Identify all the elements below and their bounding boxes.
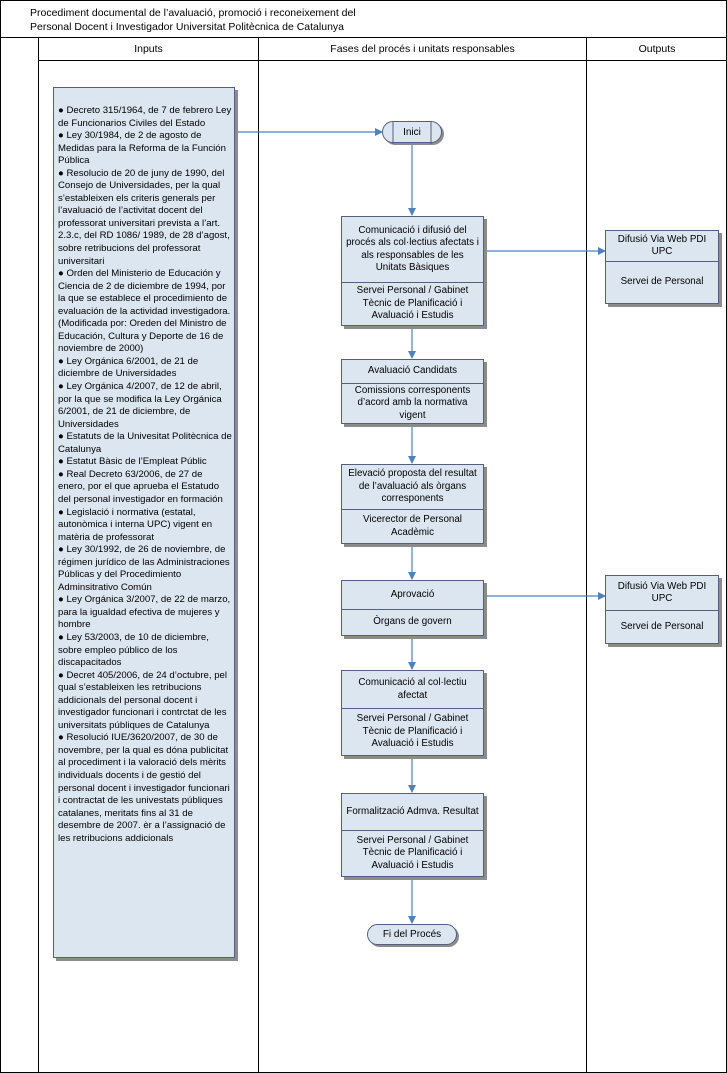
step-task: Formalització Admva. Resultat — [342, 794, 483, 831]
step-task: Elevació proposta del resultat de l’aval… — [342, 465, 483, 510]
output-title: Difusió Via Web PDI UPC — [606, 231, 718, 262]
input-item: ● Ley Orgánica 4/2007, de 12 de abril, p… — [58, 381, 222, 430]
input-item: ● Ley Orgánica 3/2007, de 22 de marzo, p… — [58, 594, 231, 631]
step-responsible: Comissions corresponents d’acord amb la … — [354, 384, 471, 421]
input-item: ● Real Decreto 63/2006, de 27 de enero, … — [58, 468, 223, 505]
step-responsible: Vicerector de Personal Acadèmic — [363, 514, 462, 538]
end-label: Fi del Procés — [382, 929, 442, 940]
title-line-2: Personal Docent i Investigador Universit… — [30, 21, 345, 33]
input-item: ● Orden del Ministerio de Educación y Ci… — [58, 268, 231, 355]
input-item: ● Ley 30/1984, de 2 de agosto de Medidas… — [58, 130, 226, 167]
input-item: ● Resolucio de 20 de juny de 1990, del C… — [58, 167, 230, 267]
start-label: Inici — [403, 126, 421, 138]
column-header-outputs: Outputs — [638, 43, 676, 55]
process-step: Avaluació Candidats Comissions correspon… — [341, 359, 484, 424]
output-responsible: Servei de Personal — [620, 620, 704, 632]
step-task: Avaluació Candidats — [342, 360, 483, 384]
step-task: Comunicació al col·lectiu afectat — [342, 671, 483, 709]
column-header-inputs: Inputs — [134, 43, 163, 55]
process-step: Comunicació i difusió del procés als col… — [341, 216, 484, 326]
output-box: Difusió Via Web PDI UPC Servei de Person… — [605, 230, 719, 304]
process-step: Formalització Admva. Resultat Servei Per… — [341, 793, 484, 877]
column-header-phases: Fases del procés i unitats responsables — [330, 43, 515, 55]
step-responsible: Servei Personal / Gabinet Tècnic de Plan… — [356, 834, 469, 871]
process-step: Aprovació Òrgans de govern — [341, 580, 484, 636]
step-responsible: Òrgans de govern — [373, 616, 452, 628]
input-item: ● Estatuts de la Univesitat Politècnica … — [58, 431, 232, 455]
diagram-title: Procediment documental de l’avaluació, p… — [30, 6, 590, 34]
input-item: ● Ley 30/1992, de 26 de noviembre, de ré… — [58, 544, 230, 593]
output-box: Difusió Via Web PDI UPC Servei de Person… — [605, 575, 719, 644]
output-title: Difusió Via Web PDI UPC — [606, 576, 718, 611]
step-responsible: Servei Personal / Gabinet Tècnic de Plan… — [356, 713, 469, 750]
end-terminator: Fi del Procés — [367, 924, 457, 945]
start-marker-lines — [392, 122, 432, 144]
step-responsible: Servei Personal / Gabinet Tècnic de Plan… — [356, 285, 469, 322]
start-terminator: Inici — [382, 121, 442, 144]
input-item: ● Ley Orgánica 6/2001, de 21 de diciembr… — [58, 355, 199, 380]
process-step: Comunicació al col·lectiu afectat Servei… — [341, 670, 484, 756]
title-line-1: Procediment documental de l’avaluació, p… — [30, 7, 356, 19]
step-task: Comunicació i difusió del procés als col… — [342, 217, 483, 283]
input-item: ● Decreto 315/1964, de 7 de febrero Ley … — [58, 105, 232, 129]
input-item: ● Decret 405/2006, de 24 d’octubre, pel … — [58, 669, 228, 731]
output-responsible: Servei de Personal — [620, 276, 704, 288]
input-item: ● Ley 53/2003, de 10 de diciembre, sobre… — [58, 631, 209, 669]
process-step: Elevació proposta del resultat de l’aval… — [341, 464, 484, 544]
inputs-box: ● Decreto 315/1964, de 7 de febrero Ley … — [53, 87, 235, 958]
input-item: ● Estatut Bàsic de l’Empleat Públic — [58, 456, 207, 468]
step-task: Aprovació — [342, 581, 483, 610]
input-item: ● Legislació i normativa (estatal, auton… — [58, 506, 213, 543]
input-item: ● Resolució IUE/3620/2007, de 30 de nove… — [58, 732, 230, 844]
